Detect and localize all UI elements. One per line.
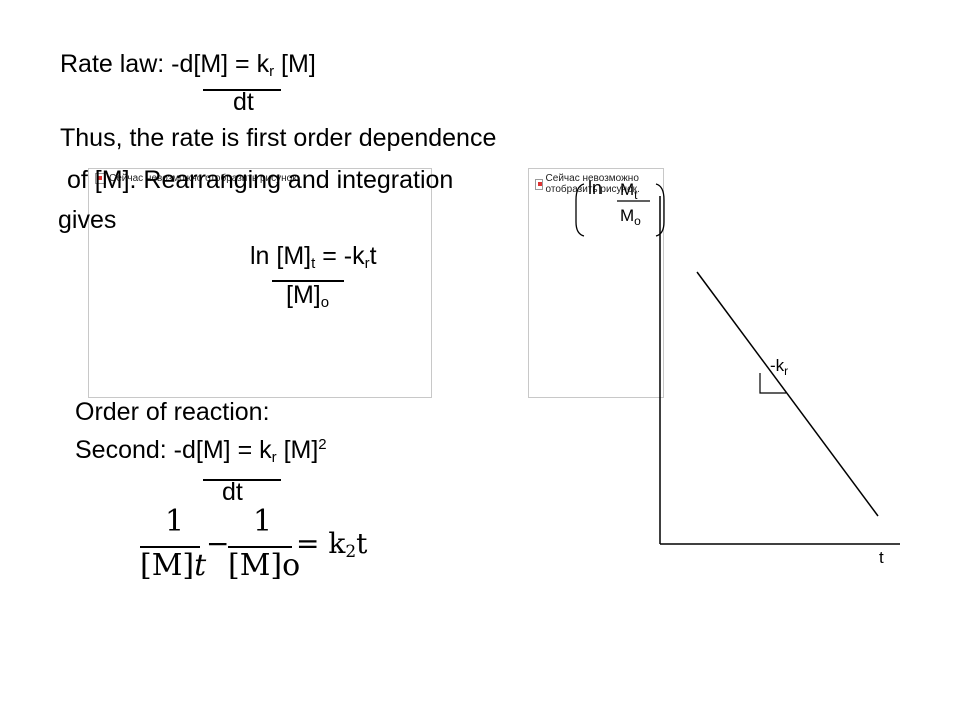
slope-text: -k xyxy=(770,356,785,375)
y-den: M xyxy=(620,206,635,225)
second-k-sub: r xyxy=(271,449,277,466)
broken-image-icon xyxy=(95,173,106,184)
integrated-equation: ln [M]t = -krt xyxy=(250,242,377,272)
second-suffix: [M] xyxy=(276,436,319,464)
integrated-denominator: [M]o xyxy=(286,281,329,311)
k: k xyxy=(328,527,346,560)
placeholder-message-left: Сейчас невозможно отобразить рисунок. xyxy=(95,173,299,184)
y-label-right-paren xyxy=(655,183,665,237)
t: t xyxy=(356,527,368,560)
y-axis-label-ln: ln xyxy=(588,178,603,198)
den-a: [M] xyxy=(140,548,195,583)
y-num: M xyxy=(620,180,635,199)
second-formula-den-a: [M]t xyxy=(140,548,206,583)
x-axis-label: t xyxy=(879,548,884,567)
explanation-line-3: gives xyxy=(58,206,117,234)
image-placeholder-right: Сейчас невозможно отобразить рисунок. xyxy=(528,168,664,398)
integrated-k-sub: r xyxy=(364,255,370,272)
placeholder-message-right: Сейчас невозможно отобразить рисунок. xyxy=(535,173,663,195)
y-axis-label-denominator: Mo xyxy=(620,206,641,228)
second-formula-one-a: 1 xyxy=(165,504,185,539)
second-power: 2 xyxy=(318,436,327,453)
second-formula-minus: − xyxy=(206,527,230,560)
second-formula-line-b xyxy=(228,546,292,548)
explanation-line-1: Thus, the rate is first order dependence xyxy=(60,124,497,152)
integrated-eq: = -k xyxy=(315,242,365,270)
second-order-rate-law: Second: -d[M] = kr [M]2 xyxy=(75,436,327,466)
second-formula-line-a xyxy=(140,546,200,548)
y-den-sub: o xyxy=(634,214,641,228)
den-a-sub: t xyxy=(194,548,207,583)
broken-image-icon xyxy=(535,178,543,190)
y-label-left-paren xyxy=(575,183,585,237)
data-line xyxy=(696,271,879,517)
rate-law-prefix: Rate law: -d[M] = k xyxy=(60,50,270,78)
second-denominator: dt xyxy=(222,478,243,506)
placeholder-text: Сейчас невозможно отобразить рисунок. xyxy=(545,173,640,195)
placeholder-text: Сейчас невозможно отобразить рисунок. xyxy=(109,173,300,184)
integrated-fraction-line xyxy=(272,280,344,282)
second-formula-one-b: 1 xyxy=(253,504,273,539)
second-prefix: Second: -d[M] = k xyxy=(75,436,272,464)
den-b-sub: o xyxy=(282,548,301,583)
second-fraction-line xyxy=(203,479,281,481)
rate-law-denominator: dt xyxy=(233,88,254,116)
rate-law-fraction-line xyxy=(203,89,281,91)
rate-law-suffix: [M] xyxy=(274,50,316,78)
integrated-t: t xyxy=(369,242,377,270)
rate-law-k-sub: r xyxy=(269,63,275,80)
slope-triangle xyxy=(759,373,786,394)
integrated-den-sub: o xyxy=(320,294,330,311)
slope-label: -kr xyxy=(770,356,788,378)
explanation-line-2: of [M]. Rearranging and integration xyxy=(67,166,454,194)
second-formula-den-b: [M]o xyxy=(228,548,300,583)
equals: = xyxy=(296,527,320,560)
order-heading: Order of reaction: xyxy=(75,398,270,426)
integrated-den: [M] xyxy=(286,281,321,309)
k-sub: 2 xyxy=(345,542,357,562)
slope-sub: r xyxy=(784,364,789,378)
image-placeholder-left: Сейчас невозможно отобразить рисунок. xyxy=(88,168,432,398)
y-axis-label-numerator: Mt xyxy=(620,180,638,202)
second-formula-rhs: = k2t xyxy=(296,527,367,562)
rate-law-numerator: Rate law: -d[M] = kr [M] xyxy=(60,50,316,80)
den-b: [M] xyxy=(228,548,283,583)
y-num-sub: t xyxy=(634,188,638,202)
integrated-lhs: ln [M] xyxy=(250,242,312,270)
integrated-lhs-sub: t xyxy=(311,255,316,272)
